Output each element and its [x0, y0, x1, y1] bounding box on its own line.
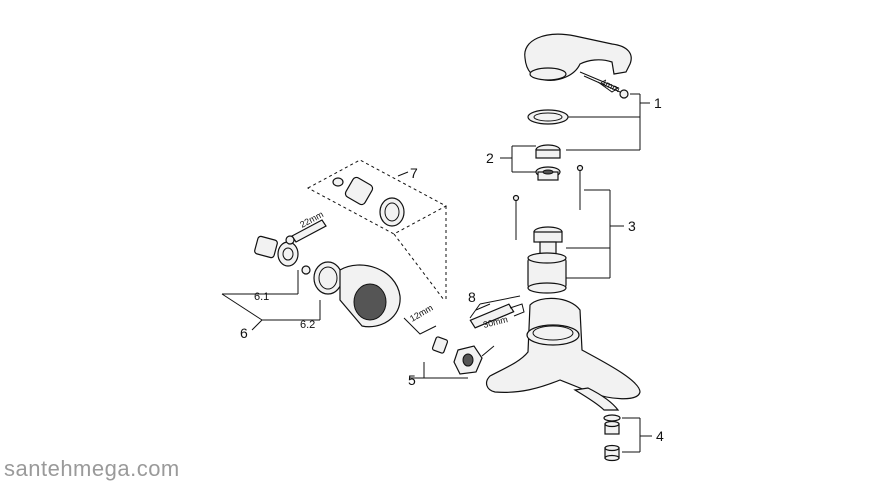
aerator	[603, 414, 621, 462]
wrench-30mm	[469, 303, 525, 329]
leader-1	[566, 93, 650, 151]
label-part-3: 3	[628, 218, 636, 234]
label-part-6: 6	[240, 325, 248, 341]
s-union	[332, 176, 405, 227]
leader-7	[397, 171, 409, 177]
cartridge-nut	[535, 144, 561, 181]
wall-cover	[313, 261, 401, 328]
leader-3	[566, 189, 624, 279]
leader-8	[469, 295, 521, 319]
hex-key-12mm	[403, 317, 437, 335]
union-group-box	[306, 159, 448, 301]
mounting-screws	[512, 164, 584, 240]
wrench-22mm	[285, 219, 327, 245]
mixer-body	[485, 297, 641, 411]
label-part-6-1: 6.1	[254, 291, 269, 303]
label-part-8: 8	[468, 289, 476, 305]
label-part-1: 1	[654, 95, 662, 111]
label-part-4: 4	[656, 428, 664, 444]
hex-key-12mm-label: 12mm	[408, 303, 435, 324]
hex-key-4mm-label: 4mm	[599, 77, 621, 95]
leader-2	[500, 145, 536, 173]
connection-nut	[431, 336, 483, 375]
leader-5	[410, 345, 495, 379]
leader-4	[622, 417, 652, 453]
lever-handle	[524, 33, 632, 99]
label-part-5: 5	[408, 372, 416, 388]
leader-6	[221, 270, 321, 331]
label-part-7: 7	[410, 165, 418, 181]
label-part-6-2: 6.2	[300, 319, 315, 331]
site-watermark: santehmega.com	[4, 456, 180, 481]
eccentric-fitting	[254, 235, 311, 275]
cartridge	[527, 226, 567, 294]
label-part-2: 2	[486, 150, 494, 166]
cover-ring-inner	[533, 112, 563, 122]
